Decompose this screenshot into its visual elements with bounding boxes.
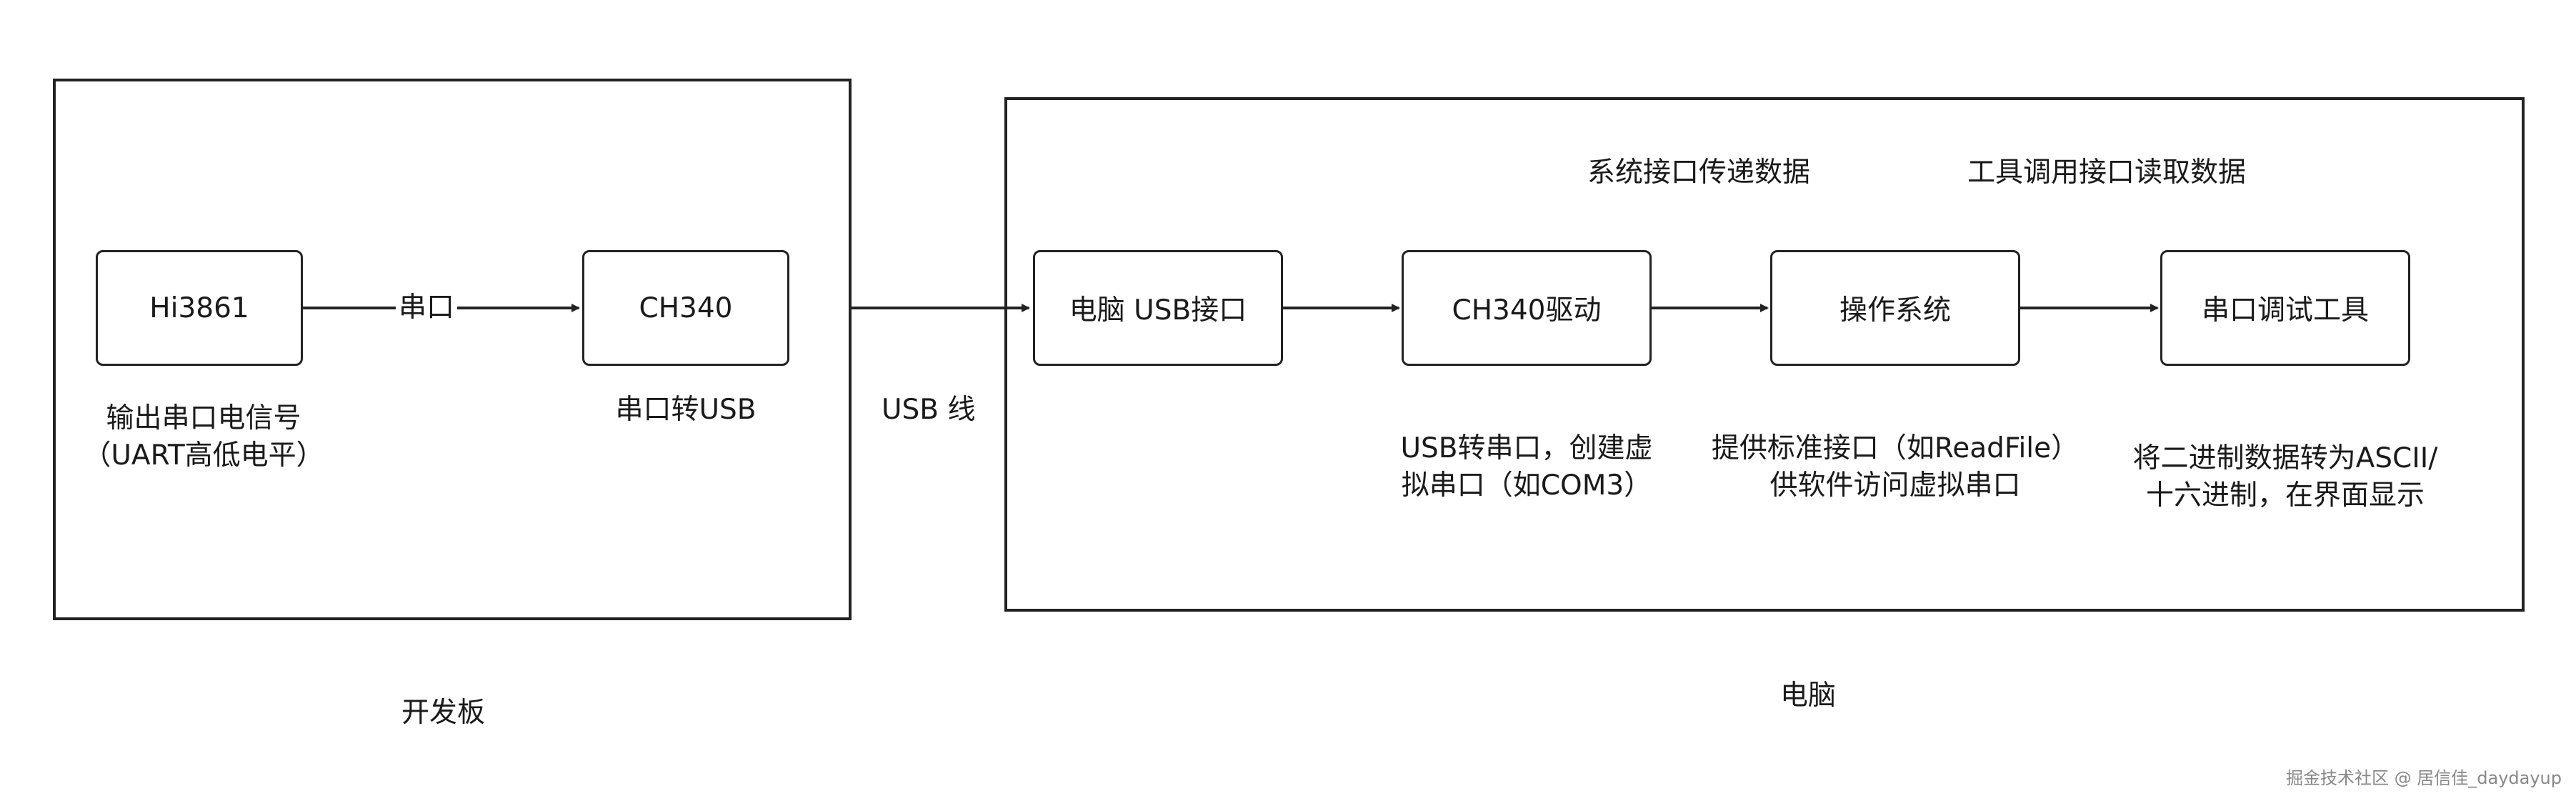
computer-title: 电脑 bbox=[1780, 680, 1837, 712]
node-ch340-label: CH340 bbox=[639, 292, 733, 324]
driver-note: USB转串口，创建虚 拟串口（如COM3） bbox=[1359, 430, 1694, 504]
hi3861-note-line1: 输出串口电信号 bbox=[106, 402, 301, 434]
edge-label-driver-os: 系统接口传递数据 bbox=[1587, 156, 1811, 189]
driver-note-line2: 拟串口（如COM3） bbox=[1401, 469, 1652, 502]
node-usb-port-label: 电脑 USB接口 bbox=[1069, 294, 1247, 327]
node-ch340: CH340 bbox=[582, 250, 789, 366]
node-ch340-driver-label: CH340驱动 bbox=[1452, 294, 1602, 327]
os-note-line2: 供软件访问虚拟串口 bbox=[1769, 469, 2021, 502]
driver-note-line1: USB转串口，创建虚 bbox=[1400, 432, 1653, 464]
hi3861-note-line2: （UART高低电平） bbox=[83, 439, 324, 472]
node-serial-tool: 串口调试工具 bbox=[2160, 250, 2410, 366]
dev-board-title: 开发板 bbox=[401, 697, 486, 729]
os-note: 提供标准接口（如ReadFile） 供软件访问虚拟串口 bbox=[1692, 430, 2099, 504]
node-os: 操作系统 bbox=[1770, 250, 2020, 366]
os-note-line1: 提供标准接口（如ReadFile） bbox=[1711, 432, 2080, 464]
tool-note-line1: 将二进制数据转为ASCII/ bbox=[2132, 442, 2438, 474]
ch340-note: 串口转USB bbox=[615, 394, 757, 426]
computer-frame bbox=[1004, 97, 2525, 612]
node-ch340-driver: CH340驱动 bbox=[1402, 250, 1652, 366]
node-hi3861: Hi3861 bbox=[96, 250, 303, 366]
node-os-label: 操作系统 bbox=[1839, 294, 1951, 327]
node-serial-tool-label: 串口调试工具 bbox=[2201, 294, 2369, 327]
dev-board-frame bbox=[53, 79, 852, 620]
tool-note-line2: 十六进制，在界面显示 bbox=[2145, 479, 2425, 512]
node-usb-port: 电脑 USB接口 bbox=[1033, 250, 1283, 366]
hi3861-note: 输出串口电信号 （UART高低电平） bbox=[71, 400, 336, 474]
tool-note: 将二进制数据转为ASCII/ 十六进制，在界面显示 bbox=[2116, 440, 2455, 514]
node-hi3861-label: Hi3861 bbox=[149, 292, 249, 324]
edge-label-serial: 串口 bbox=[396, 289, 458, 327]
usb-line-label: USB 线 bbox=[882, 394, 976, 426]
edge-label-os-tool: 工具调用接口读取数据 bbox=[1967, 156, 2247, 189]
watermark: 掘金技术社区 @ 居信佳_daydayup bbox=[2286, 768, 2562, 788]
